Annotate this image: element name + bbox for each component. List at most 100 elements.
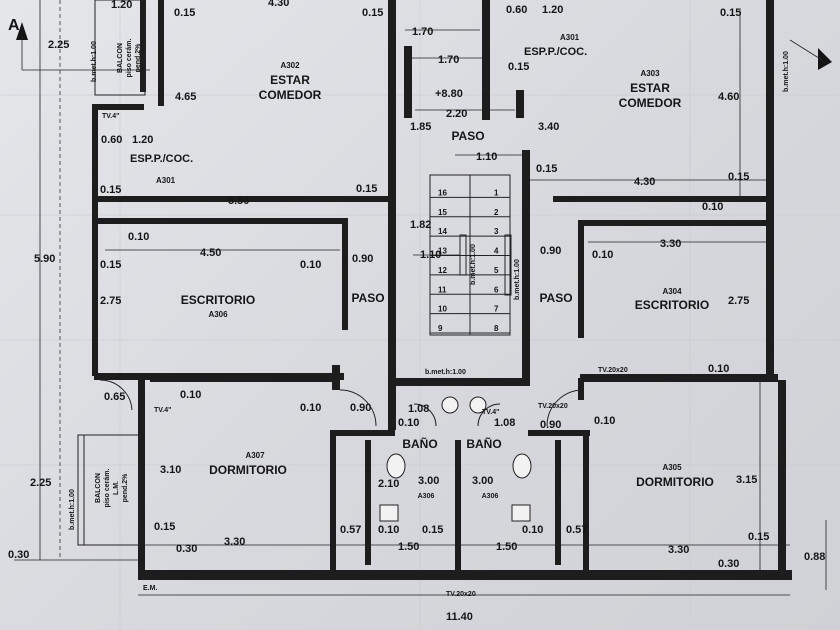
room-bano-right-code: A306: [482, 493, 499, 500]
room-a302-line2: COMEDOR: [259, 88, 322, 102]
dim-0-15-top2: 0.15: [362, 7, 383, 19]
railing-bottom-label: b.met.h:1.00: [69, 489, 76, 530]
dim-4-65: 4.65: [175, 91, 196, 103]
dim-0-60-l: 0.60: [101, 134, 122, 146]
dim-1-08-a: 1.08: [408, 403, 429, 415]
door-arc-a307: [339, 389, 377, 427]
dim-0-15-l2: 0.15: [100, 259, 121, 271]
stair-rail-1-label: b.met.h:1.00: [470, 244, 477, 285]
dim-0-15-b2: 0.15: [748, 531, 769, 543]
room-paso-left: PASO: [351, 291, 384, 305]
room-a306-code: A306: [208, 310, 228, 319]
dim-0-10-d3: 0.10: [594, 415, 615, 427]
room-bano-left-code: A306: [418, 493, 435, 500]
room-a307-name: DORMITORIO: [209, 463, 287, 477]
dim-0-90-r: 0.90: [540, 245, 561, 257]
dim-1-20-top2: 1.20: [542, 4, 563, 16]
dim-1-70-a: 1.70: [412, 26, 433, 38]
stair-step-number: 11: [438, 285, 447, 294]
door-arc-bano-right: [477, 403, 501, 427]
dim-0-90-d2: 0.90: [540, 419, 561, 431]
dim-0-10-r3: 0.10: [708, 363, 729, 375]
room-a303-line1: ESTAR: [630, 81, 670, 95]
dim-1-85: 1.85: [410, 121, 431, 133]
dim-1-20-l: 1.20: [132, 134, 153, 146]
exterior-walls: [92, 0, 792, 580]
dim-0-15-top3: 0.15: [508, 61, 529, 73]
tv-right-label: TV.20x20: [538, 403, 568, 410]
railing-right-label: b.met.h:1.00: [783, 51, 790, 92]
railing-top-label: b.met.h:1.00: [91, 41, 98, 82]
dim-0-15-r: 0.15: [728, 171, 749, 183]
dimension-labels: 2.25 1.20 0.15 4.30 0.15 1.70 1.70 0.60 …: [8, 0, 825, 623]
balcony-bottom-line4: pend.2%: [122, 473, 129, 503]
dim-2-75-r: 2.75: [728, 295, 749, 307]
bathroom-fixtures: [379, 396, 532, 522]
dim-0-15-b: 0.15: [154, 521, 175, 533]
dim-0-15-l: 0.15: [100, 184, 121, 196]
dim-2-25-top: 2.25: [48, 39, 69, 51]
bidet-left-icon: [379, 504, 399, 522]
room-a303-code: A303: [640, 69, 660, 78]
stair-step-number: 12: [438, 266, 447, 275]
room-a301-right-line2: ESP.P./COC.: [524, 46, 587, 58]
sink-right-icon: [469, 396, 487, 414]
stair-step-number: 6: [494, 285, 499, 294]
room-a303-line2: COMEDOR: [619, 96, 682, 110]
stair-step-number: 9: [438, 324, 443, 333]
room-a301-right-line1: A301: [560, 33, 580, 42]
balconies: [77, 0, 146, 546]
doors: [99, 379, 584, 427]
dim-0-30-l: 0.30: [8, 549, 29, 561]
dim-0-10-m: 0.10: [300, 259, 321, 271]
dim-0-10-c: 0.10: [378, 524, 399, 536]
dim-3-30-b2: 3.30: [668, 544, 689, 556]
tv-mid-label: TV.4": [482, 409, 499, 416]
dim-1-82: 1.82: [410, 219, 431, 231]
level-label: +8.80: [435, 88, 463, 100]
dim-0-90-l: 0.90: [352, 253, 373, 265]
dim-0-10-b: 0.10: [398, 417, 419, 429]
dim-4-50: 4.50: [200, 247, 221, 259]
stair-rail-3-label: b.met.h:1.00: [425, 369, 466, 376]
dim-3-00-b: 3.00: [472, 475, 493, 487]
balcony-top-line3: pend.2%: [135, 43, 142, 73]
stair-step-number: 3: [494, 227, 499, 236]
toilet-right-icon: [512, 453, 532, 479]
railing-labels: b.met.h:1.00 b.met.h:1.00 b.met.h:1.00 b…: [69, 41, 790, 530]
dim-1-70-b: 1.70: [438, 54, 459, 66]
dim-0-10-c2: 0.10: [522, 524, 543, 536]
dim-0-15-top4: 0.15: [720, 7, 741, 19]
balcony-top-line1: BALCON: [117, 43, 124, 73]
section-marker-right: [789, 39, 832, 70]
room-a305-name: DORMITORIO: [636, 475, 714, 489]
dim-3-30-r: 3.30: [660, 238, 681, 250]
dim-2-25-b: 2.25: [30, 477, 51, 489]
sink-left-icon: [441, 396, 459, 414]
tv-mid-left-label: TV.4": [154, 407, 171, 414]
dim-0-57-a: 0.57: [340, 524, 361, 536]
dim-0-10-r: 0.10: [702, 201, 723, 213]
room-bano-left-name: BAÑO: [402, 436, 437, 451]
dim-3-15: 3.15: [736, 474, 757, 486]
stair-step-number: 10: [438, 305, 447, 314]
dim-0-65: 0.65: [104, 391, 125, 403]
dim-1-50-b: 1.50: [496, 541, 517, 553]
misc-labels: +8.80 TV.4" TV.4" TV.4" TV.20x20 TV.20x2…: [102, 88, 628, 598]
dim-0-88: 0.88: [804, 551, 825, 563]
stair-step-number: 13: [438, 247, 447, 256]
dim-1-20-top: 1.20: [111, 0, 132, 11]
stair-step-number: 5: [494, 266, 499, 275]
room-a305-code: A305: [662, 463, 682, 472]
tv-bottom-label: TV.20x20: [446, 591, 476, 598]
balcony-bottom-line1: BALCON: [95, 473, 102, 503]
stair-step-number: 7: [494, 305, 499, 314]
dim-0-10-l: 0.10: [128, 231, 149, 243]
dim-1-10-b: 1.10: [420, 249, 441, 261]
dim-0-90-d: 0.90: [350, 402, 371, 414]
stair-step-number: 8: [494, 324, 499, 333]
stair-step-number: 15: [438, 208, 447, 217]
room-bano-right-name: BAÑO: [466, 436, 501, 451]
